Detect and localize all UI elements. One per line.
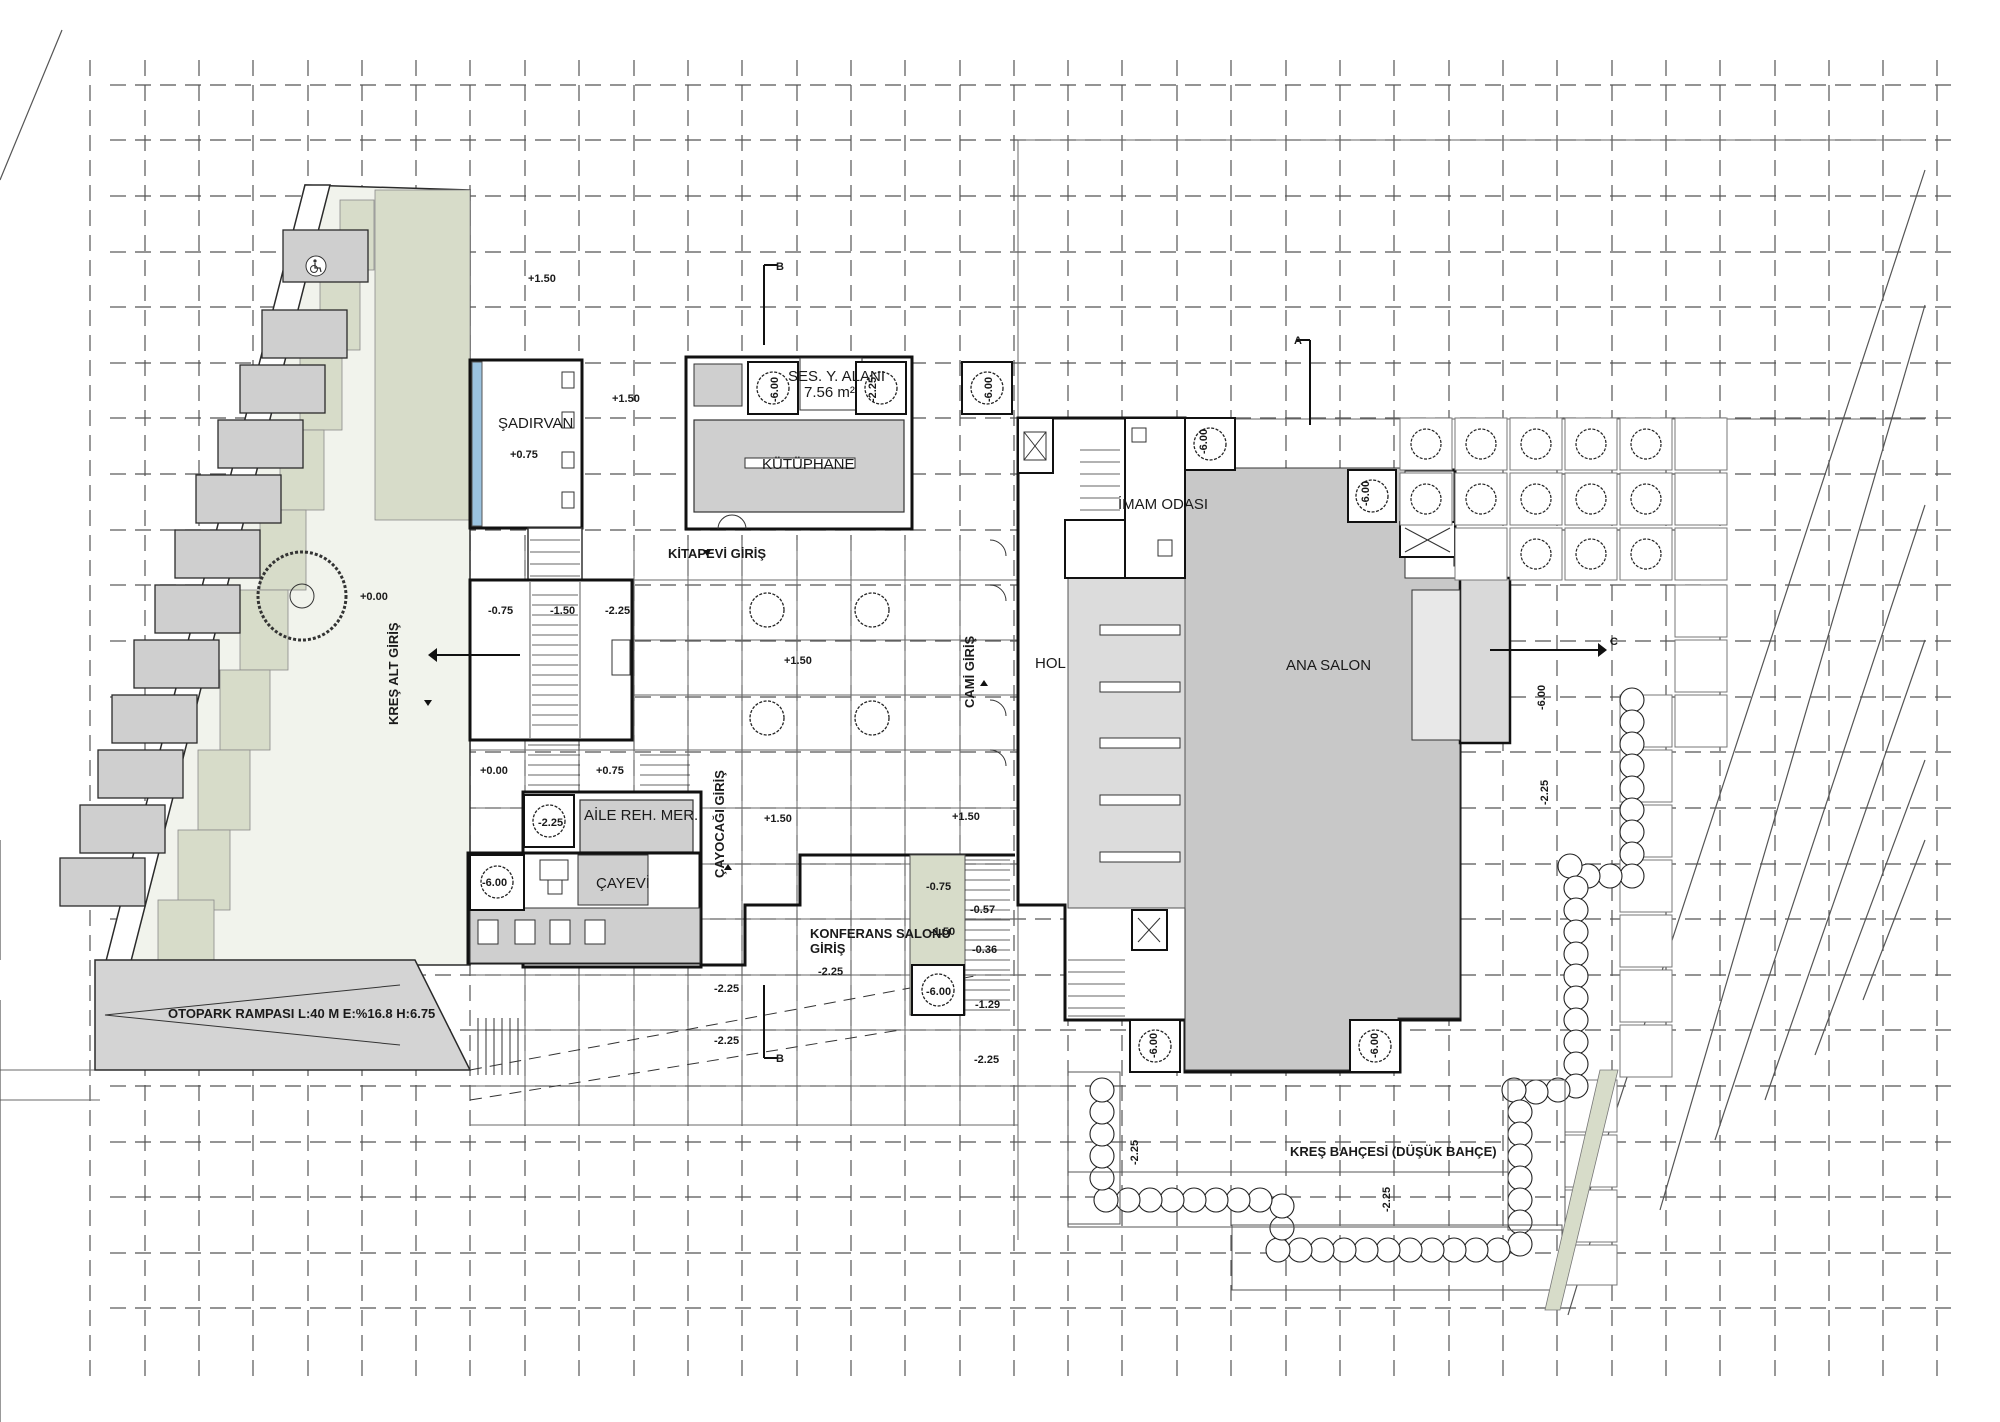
elev: -1.29 bbox=[975, 999, 1000, 1011]
wheelchair-icon bbox=[305, 255, 327, 277]
elevation-labels: +1.50 +1.50 +0.75 +0.00 -0.75 -1.50 -2.2… bbox=[360, 273, 1551, 1212]
elev: -0.36 bbox=[972, 944, 997, 956]
elev: +0.00 bbox=[480, 765, 508, 777]
elev: +0.75 bbox=[510, 449, 538, 461]
elev: +0.75 bbox=[596, 765, 624, 777]
elev: +1.50 bbox=[528, 273, 556, 285]
tree-large bbox=[256, 550, 348, 642]
elev: -6.00 bbox=[1369, 1033, 1381, 1058]
mosque-block bbox=[989, 416, 1512, 1074]
parking-ramp bbox=[59, 184, 471, 966]
elev: -2.25 bbox=[974, 1054, 999, 1066]
section-marker-a: A bbox=[1294, 335, 1302, 347]
elev: -2.25 bbox=[605, 605, 630, 617]
label-kitapevi-giris: KİTAPEVİ GİRİŞ bbox=[668, 546, 766, 561]
label-cayocagi-giris: ÇAYOCAĞI GİRİŞ bbox=[712, 770, 727, 878]
elev: -0.75 bbox=[926, 881, 951, 893]
room-aile-rehber: AİLE REH. MER. bbox=[584, 806, 698, 824]
elev: -2.25 bbox=[1539, 780, 1551, 805]
elev: -2.25 bbox=[867, 377, 879, 402]
elev: -2.25 bbox=[818, 966, 843, 978]
entrance-arrows bbox=[424, 550, 988, 870]
section-markers bbox=[430, 264, 1605, 1059]
elev: -6.00 bbox=[1198, 429, 1210, 454]
room-hol: HOL bbox=[1035, 655, 1066, 672]
elev: -2.25 bbox=[714, 1035, 739, 1047]
kres-stair-block bbox=[468, 578, 690, 786]
label-kres-bahcesi: KREŞ BAHÇESİ (DÜŞÜK BAHÇE) bbox=[1290, 1144, 1497, 1159]
label-cami-giris: CAMİ GİRİŞ bbox=[962, 635, 977, 708]
label-konferans-giris: GİRİŞ bbox=[810, 941, 846, 956]
room-ana-salon: ANA SALON bbox=[1286, 657, 1371, 674]
green-strip bbox=[1544, 1069, 1619, 1311]
elev: -6.00 bbox=[482, 877, 507, 889]
elev: -2.25 bbox=[538, 817, 563, 829]
elev: -6.00 bbox=[769, 377, 781, 402]
otopark-ramp bbox=[94, 959, 981, 1101]
section-marker-b-top: B bbox=[776, 261, 784, 273]
hedge-trees bbox=[1089, 687, 1645, 1263]
trees bbox=[480, 371, 1392, 1063]
elev: +0.00 bbox=[360, 591, 388, 603]
elev: +1.50 bbox=[784, 655, 812, 667]
room-kutuphane: KÜTÜPHANE bbox=[762, 455, 855, 473]
room-ses-area: 7.56 m² bbox=[804, 384, 855, 401]
konferans-wall bbox=[700, 853, 1015, 967]
elev: +1.50 bbox=[612, 393, 640, 405]
elev: -6.00 bbox=[926, 986, 951, 998]
elev: -6.00 bbox=[1148, 1033, 1160, 1058]
section-marker-b-bottom: B bbox=[776, 1053, 784, 1065]
sadirvan-block bbox=[468, 358, 584, 584]
elev: -6.00 bbox=[983, 377, 995, 402]
elev: +1.50 bbox=[952, 811, 980, 823]
elev: -2.25 bbox=[1129, 1140, 1141, 1165]
label-konferans-salonu: KONFERANS SALONU bbox=[810, 926, 951, 941]
room-cayevi: ÇAYEVİ bbox=[596, 874, 650, 892]
elev: -2.25 bbox=[714, 983, 739, 995]
elev: -0.57 bbox=[970, 904, 995, 916]
elev: -0.75 bbox=[488, 605, 513, 617]
room-sadirvan: ŞADIRVAN bbox=[498, 415, 573, 432]
room-imam-odasi: İMAM ODASI bbox=[1118, 495, 1208, 513]
section-marker-c: C bbox=[1610, 636, 1618, 648]
elev: -1.50 bbox=[930, 926, 955, 938]
elev: -6.00 bbox=[1536, 685, 1548, 710]
room-ses-alani: SES. Y. ALANI bbox=[788, 368, 885, 385]
elev: -2.25 bbox=[1381, 1187, 1393, 1212]
parking-stalls bbox=[59, 229, 369, 907]
elev: -1.50 bbox=[550, 605, 575, 617]
section-arrows bbox=[428, 643, 1607, 662]
label-otopark-rampasi: OTOPARK RAMPASI L:40 M E:%16.8 H:6.75 bbox=[168, 1006, 435, 1021]
elev: +1.50 bbox=[764, 813, 792, 825]
label-kres-alt-giris: KREŞ ALT GİRİŞ bbox=[386, 622, 401, 725]
elev: -6.00 bbox=[1360, 481, 1372, 506]
